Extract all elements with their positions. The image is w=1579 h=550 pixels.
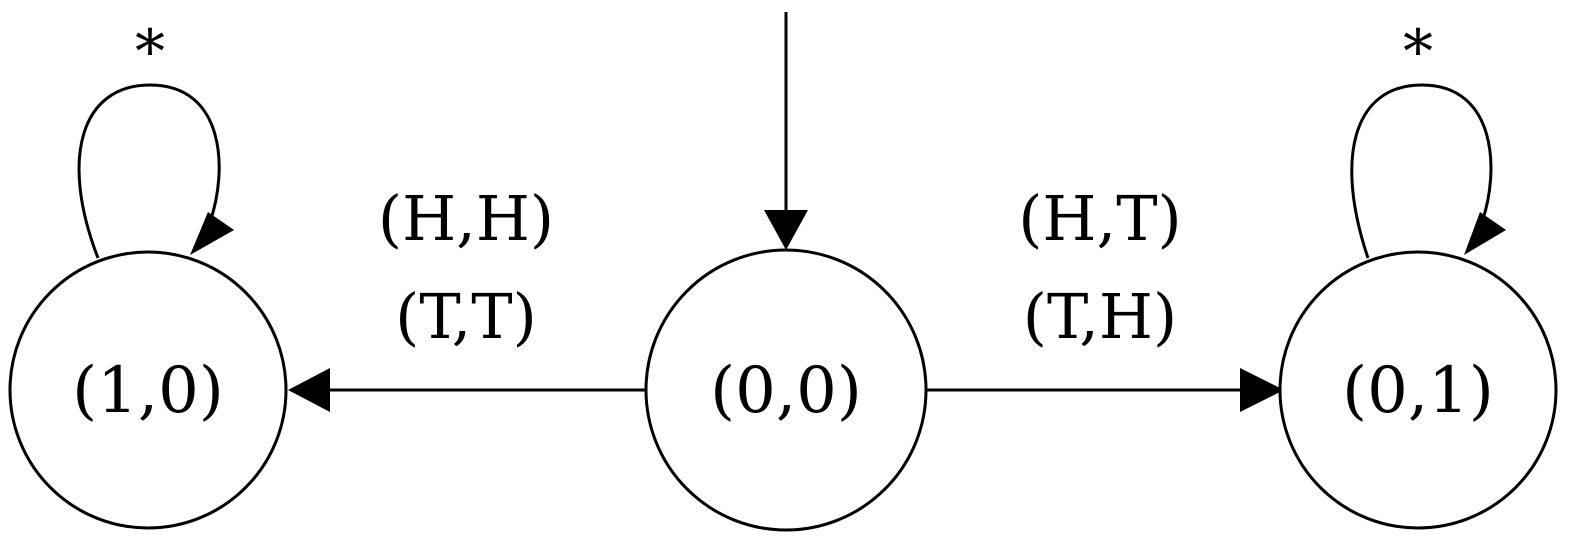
state-label: (0,1) xyxy=(1342,354,1494,428)
self-loop-label-s10: * xyxy=(135,17,165,87)
initial-arrow xyxy=(764,12,808,250)
edge-s00-to-s01 xyxy=(926,368,1284,412)
edge-label-s00-to-s10: (H,H) (T,T) xyxy=(378,182,554,353)
state-label: (0,0) xyxy=(710,354,862,428)
state-s00: (0,0) xyxy=(644,248,928,532)
edge-label-line: (T,H) xyxy=(1023,280,1177,353)
edge-label-line: (T,T) xyxy=(395,280,537,353)
edge-label-line: (H,T) xyxy=(1018,182,1182,255)
edge-label-line: (H,H) xyxy=(378,182,554,255)
self-loop-label-s01: * xyxy=(1403,17,1433,87)
state-label: (1,0) xyxy=(72,354,224,428)
edge-s00-to-s10 xyxy=(288,368,646,412)
edge-label-s00-to-s01: (H,T) (T,H) xyxy=(1018,182,1182,353)
state-s10: (1,0) xyxy=(8,250,288,530)
self-loop-s10 xyxy=(77,83,234,259)
self-loop-s01 xyxy=(1350,83,1506,259)
state-s01: (0,1) xyxy=(1278,250,1558,530)
